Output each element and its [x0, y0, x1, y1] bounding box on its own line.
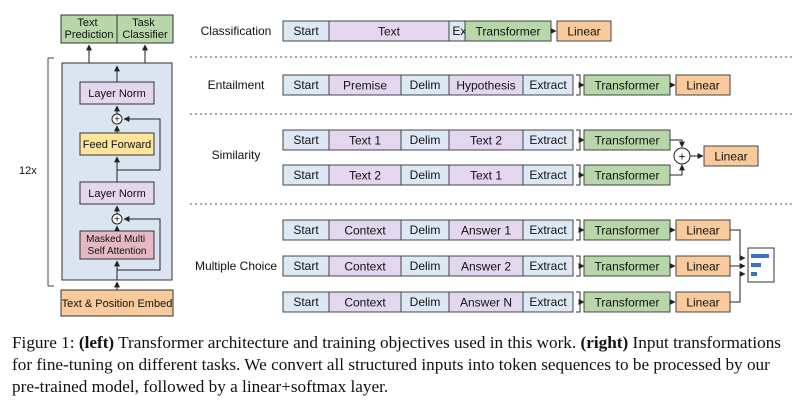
text-position-embed-box — [60, 289, 174, 317]
masked-self-attention-label: Masked Multi Self Attention — [86, 234, 148, 257]
figure-caption: Figure 1: (left) Transformer architectur… — [12, 332, 792, 398]
entailment-linear: Linear — [686, 79, 719, 93]
similarity-row-2-token-text-1: Text 1 — [470, 169, 502, 183]
layer-norm-bottom-label: Layer Norm — [88, 188, 145, 200]
multiple-choice-linear-3: Linear — [686, 296, 719, 310]
similarity-linear: Linear — [714, 150, 747, 164]
masked-self-attention-box — [79, 230, 155, 260]
entailment-token-delim: Delim — [410, 78, 441, 92]
multiple-choice-row-3-token-answer-n: Answer N — [460, 296, 512, 310]
task-separators — [190, 56, 795, 205]
similarity-row-1-token-start: Start — [293, 133, 319, 147]
multiple-choice-row-1-token-answer-1: Answer 1 — [461, 224, 511, 238]
softmax-bar-2 — [751, 263, 761, 267]
multiple-choice-row-3-token-delim: Delim — [410, 295, 441, 309]
multiple-choice-row-3-token-context: Context — [344, 296, 386, 310]
classification-transformer: Transformer — [476, 25, 541, 39]
multiple-choice-row-3-token-extract-box — [522, 291, 574, 313]
multiple-choice-transformer-2: Transformer — [595, 260, 660, 274]
multiple-choice-linear-2: Linear — [686, 260, 719, 274]
multiple-choice-row-2-token-delim: Delim — [410, 259, 441, 273]
similarity-row-2-token-text-2: Text 2 — [349, 169, 381, 183]
similarity-row-2-token-extract: Extract — [529, 168, 567, 182]
entailment-linear-box — [675, 74, 731, 96]
multiple-choice-row-2-token-start: Start — [293, 259, 319, 273]
output-heads: Text Prediction Task Classifier — [60, 14, 174, 44]
feed-forward-label: Feed Forward — [83, 139, 151, 151]
multiple-choice-row-1-token-context: Context — [344, 224, 386, 238]
softmax-bar-3 — [751, 272, 757, 276]
similarity-row-2-token-delim: Delim — [410, 168, 441, 182]
similarity-row-2-token-extract-box — [522, 164, 574, 186]
multiple-choice-row-1-token-delim: Delim — [410, 223, 441, 237]
plus-symbol-bottom: + — [114, 215, 120, 226]
layer-norm-top-label: Layer Norm — [88, 88, 145, 100]
entailment-token-extract: Extract — [529, 78, 567, 92]
entailment-token-start: Start — [293, 78, 319, 92]
similarity-row-2-token-start: Start — [293, 168, 319, 182]
task-label-similarity: Similarity — [212, 148, 261, 162]
caption-right-bold: (right) — [580, 333, 629, 352]
multiple-choice-row-2-token-answer-2: Answer 2 — [461, 260, 511, 274]
similarity-row-1-token-extract-box — [522, 129, 574, 151]
task-label-entailment: Entailment — [208, 78, 265, 92]
repeat-bracket: 12x — [19, 57, 54, 287]
softmax-bar-1 — [751, 254, 769, 258]
similarity-transformer-2: Transformer — [595, 169, 660, 183]
multiple-choice-row-2-token-extract: Extract — [529, 259, 567, 273]
multiple-choice-row-3-token-extract: Extract — [529, 295, 567, 309]
task-label-multiple-choice: Multiple Choice — [195, 259, 277, 273]
entailment-token-extract-box — [522, 74, 574, 96]
task-label-classification: Classification — [201, 24, 272, 38]
classification-linear-box — [556, 20, 612, 42]
similarity-transformer-1: Transformer — [595, 134, 660, 148]
similarity-row-1-token-extract: Extract — [529, 133, 567, 147]
figure-diagram: Text Prediction Task Classifier 12x Laye… — [19, 14, 795, 317]
similarity-row-1-token-text-1: Text 1 — [349, 134, 381, 148]
multiple-choice-row-1-token-extract-box — [522, 219, 574, 241]
repeat-count-label: 12x — [19, 165, 37, 177]
classification-token-start: Start — [293, 24, 319, 38]
multiple-choice-row-3-token-start: Start — [293, 295, 319, 309]
classification-token-text: Text — [378, 25, 401, 39]
text-prediction-head: Text Prediction — [65, 17, 114, 41]
classification-linear: Linear — [567, 25, 600, 39]
entailment-transformer: Transformer — [595, 79, 660, 93]
plus-symbol-top: + — [114, 115, 120, 126]
similarity-row-1-token-delim: Delim — [410, 133, 441, 147]
multiple-choice-row-2-token-extract-box — [522, 255, 574, 277]
multiple-choice-row-1-token-extract: Extract — [529, 223, 567, 237]
task-input-transformations: ClassificationStartTextExtractTransforme… — [195, 20, 775, 313]
text-position-embed-label: Text & Position Embed — [62, 298, 173, 310]
similarity-add-symbol: + — [678, 150, 685, 164]
similarity-linear-box — [703, 145, 759, 167]
multiple-choice-row-1-token-start: Start — [293, 223, 319, 237]
caption-prefix: Figure 1: — [12, 333, 79, 352]
entailment-token-hypothesis: Hypothesis — [456, 79, 515, 93]
multiple-choice-linear-1: Linear — [686, 224, 719, 238]
multiple-choice-transformer-1: Transformer — [595, 224, 660, 238]
multiple-choice-row-2-token-context: Context — [344, 260, 386, 274]
caption-text-2: Input transformations for fine-tuning on… — [12, 333, 781, 396]
entailment-token-premise: Premise — [343, 79, 387, 93]
transformer-architecture: Text Prediction Task Classifier 12x Laye… — [19, 14, 174, 317]
task-classifier-head: Task Classifier — [122, 17, 168, 41]
caption-left-bold: (left) — [78, 333, 115, 352]
multiple-choice-transformer-3: Transformer — [595, 296, 660, 310]
similarity-row-1-token-text-2: Text 2 — [470, 134, 502, 148]
caption-text-1: Transformer architecture and training ob… — [114, 333, 581, 352]
